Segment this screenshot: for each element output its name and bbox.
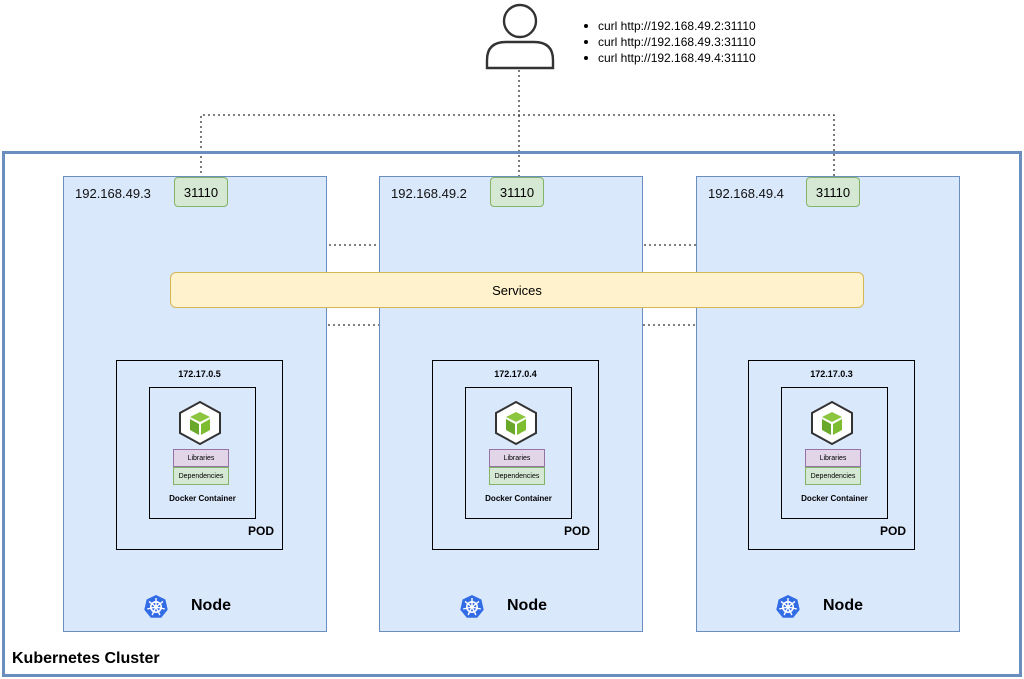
cluster-label: Kubernetes Cluster xyxy=(12,650,160,667)
curl-command-list: curl http://192.168.49.2:31110 curl http… xyxy=(582,18,756,66)
services-bar: Services xyxy=(170,272,864,308)
kubernetes-cluster xyxy=(2,151,1022,677)
libraries-layer: Libraries xyxy=(489,449,545,467)
libraries-layer: Libraries xyxy=(173,449,229,467)
node-port: 31110 xyxy=(174,177,228,207)
kubernetes-icon xyxy=(776,595,800,618)
node-port: 31110 xyxy=(806,177,860,207)
pod-box xyxy=(116,360,283,550)
pod-box xyxy=(432,360,599,550)
pod-ip: 172.17.0.5 xyxy=(178,369,221,379)
node-label: Node xyxy=(823,597,863,614)
dependencies-layer: Dependencies xyxy=(489,467,545,485)
node-ip: 192.168.49.2 xyxy=(391,186,467,201)
libraries-layer: Libraries xyxy=(805,449,861,467)
docker-container-label: Docker Container xyxy=(801,494,868,503)
user-icon xyxy=(485,3,555,70)
dependencies-layer: Dependencies xyxy=(173,467,229,485)
pod-box xyxy=(748,360,915,550)
curl-command: curl http://192.168.49.3:31110 xyxy=(582,34,756,50)
node-label: Node xyxy=(191,597,231,614)
curl-command: curl http://192.168.49.4:31110 xyxy=(582,50,756,66)
node-label: Node xyxy=(507,597,547,614)
dependencies-layer: Dependencies xyxy=(805,467,861,485)
pod-label: POD xyxy=(880,524,907,538)
pod-label: POD xyxy=(248,524,275,538)
docker-container xyxy=(465,387,572,519)
kubernetes-icon xyxy=(144,595,168,618)
container-cube-icon xyxy=(179,400,221,446)
top-port-loop-line xyxy=(200,114,835,178)
pod-ip: 172.17.0.4 xyxy=(494,369,537,379)
node-port: 31110 xyxy=(490,177,544,207)
pod-label: POD xyxy=(564,524,591,538)
docker-container xyxy=(149,387,256,519)
docker-container-label: Docker Container xyxy=(485,494,552,503)
docker-container xyxy=(781,387,888,519)
curl-command: curl http://192.168.49.2:31110 xyxy=(582,18,756,34)
node-ip: 192.168.49.3 xyxy=(75,186,151,201)
node-ip: 192.168.49.4 xyxy=(708,186,784,201)
pod-ip: 172.17.0.3 xyxy=(810,369,853,379)
container-cube-icon xyxy=(495,400,537,446)
kubernetes-icon xyxy=(460,595,484,618)
docker-container-label: Docker Container xyxy=(169,494,236,503)
container-cube-icon xyxy=(811,400,853,446)
